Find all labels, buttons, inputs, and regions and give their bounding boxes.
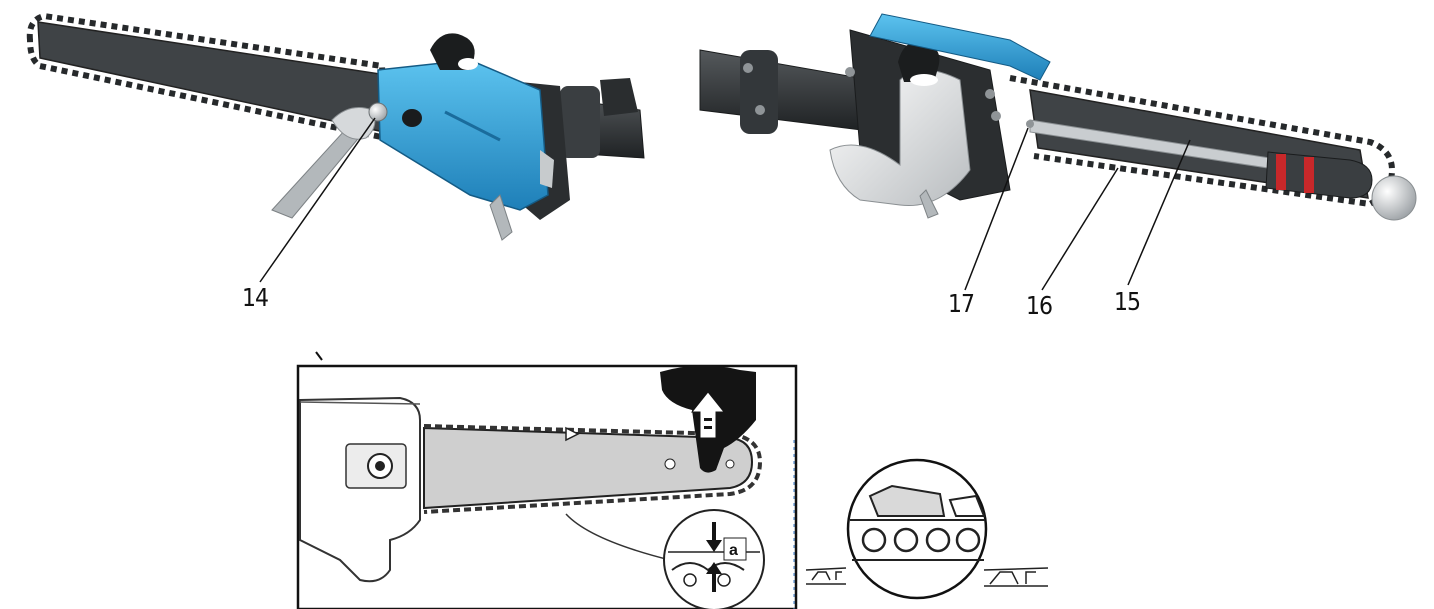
- leader-15: [1127, 139, 1191, 286]
- gap-arrow-down-icon: [706, 522, 722, 552]
- callout-17: 17: [948, 290, 975, 319]
- grip-15: [1265, 151, 1373, 199]
- left-saw-view: [26, 12, 645, 241]
- gap-arrow-up-icon: [706, 562, 722, 592]
- lift-up-arrow-icon: [690, 391, 726, 439]
- shaft-right: [699, 49, 863, 131]
- chain-right: [1009, 75, 1396, 208]
- coupling-left: [560, 86, 600, 158]
- guide-bar-figure: [423, 426, 754, 510]
- lever-left: [271, 129, 363, 219]
- callout-15: 15: [1114, 288, 1141, 317]
- right-saw-view: [699, 13, 1417, 221]
- chain-cover-left: [377, 59, 549, 211]
- chain-tension-figure: a: [296, 351, 798, 609]
- chain-cover-right: [869, 13, 1051, 81]
- gap-label-a: a: [729, 542, 738, 559]
- leader-14: [259, 117, 376, 283]
- callout-16: 16: [1026, 292, 1053, 321]
- leader-16: [1041, 167, 1119, 291]
- tension-knob-right: [898, 41, 940, 82]
- leader-17: [964, 127, 1029, 291]
- callout-14: 14: [242, 284, 269, 313]
- chain-link-detail: [805, 458, 1049, 600]
- light-housing-right: [829, 69, 971, 207]
- bolt-14: [368, 102, 388, 122]
